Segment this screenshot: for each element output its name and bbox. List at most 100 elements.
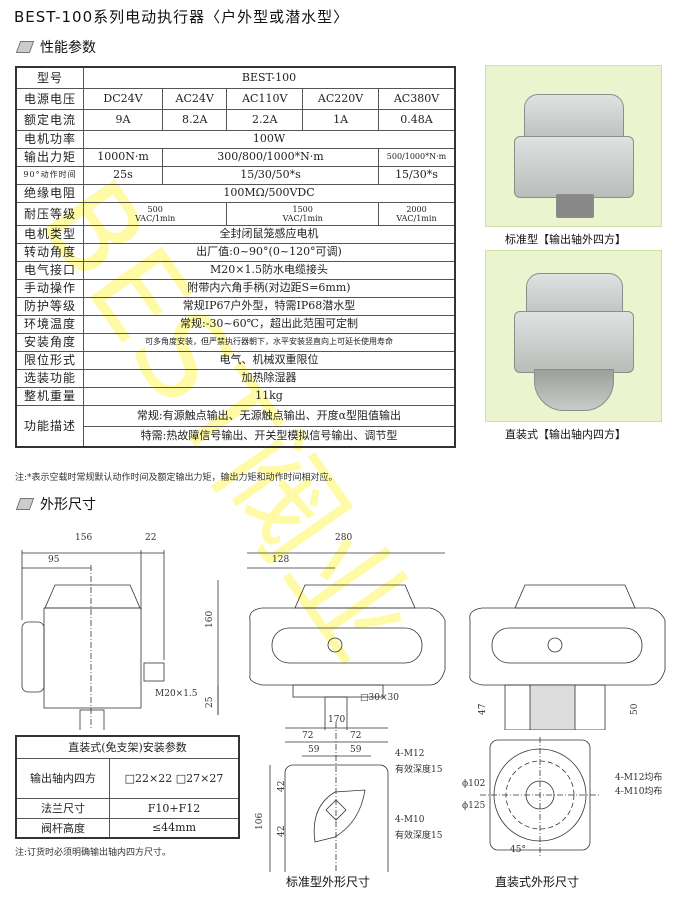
value: 15/30/50*s — [162, 165, 379, 185]
label: 电源电压 — [15, 87, 84, 110]
page-title: BEST-100系列电动执行器〈户外型或潜水型〉 — [14, 8, 350, 26]
dimension-label: 25 — [205, 696, 215, 708]
value: 0.48A — [378, 108, 456, 131]
value: 出厂值:0~90°(0~120°可调) — [83, 242, 456, 262]
withstand-unit: VAC/1min — [282, 213, 323, 223]
value: 500/1000*N·m — [378, 147, 456, 167]
dimension-label: 有效深度15 — [395, 763, 443, 775]
value: AC110V — [226, 87, 304, 110]
section-marker-icon — [15, 41, 35, 53]
section-marker-icon — [15, 498, 35, 510]
dimension-label: 170 — [328, 715, 345, 725]
dimension-label: 72 — [302, 731, 313, 741]
label: 限位形式 — [15, 350, 84, 370]
dimension-drawings-top: 156 22 95 M20×1.5 160 25 280 128 □30×30 … — [21, 533, 666, 730]
dimension-label: 4-M10均布 — [615, 785, 662, 797]
label: 整机重量 — [15, 386, 84, 406]
dimension-label: 有效深度15 — [395, 829, 443, 841]
label: 电机类型 — [15, 224, 84, 244]
withstand-voltage: 2000 — [406, 204, 427, 214]
withstand-unit: VAC/1min — [135, 213, 176, 223]
value: 8.2A — [161, 108, 228, 131]
dimension-label: 280 — [335, 533, 352, 543]
label: 90°动作时间 — [15, 165, 84, 185]
dimension-label: 47 — [478, 703, 488, 715]
product-photo-direct — [485, 250, 662, 422]
label: 功能描述 — [15, 404, 84, 448]
withstand-unit: VAC/1min — [396, 213, 437, 223]
dimension-label: 160 — [205, 611, 215, 628]
section-title: 外形尺寸 — [40, 497, 96, 513]
dimension-label: 4-M12均布 — [615, 771, 662, 783]
value: 9A — [83, 108, 163, 131]
dimension-label: 42 — [277, 826, 287, 837]
direct-view-drawing: 47 50 — [469, 584, 666, 730]
dimension-drawings-bottom: 170 72 72 59 59 106 42 42 4-M12 有效深度15 4… — [255, 715, 662, 872]
drawing-caption: 标准型外形尺寸 — [286, 875, 371, 889]
bottom-view-drawing: 170 72 72 59 59 106 42 42 4-M12 有效深度15 4… — [255, 715, 443, 872]
dimension-label: 4-M10 — [395, 815, 425, 825]
value: 全封闭鼠笼感应电机 — [83, 224, 456, 244]
value: 可多角度安装，但严禁执行器朝下，水平安装竖直向上可延长使用寿命 — [83, 332, 456, 352]
value: 1000N·m — [83, 147, 163, 167]
dimension-label: M20×1.5 — [155, 689, 198, 699]
withstand-voltage: 500 — [147, 204, 163, 214]
label: 耐压等级 — [15, 201, 84, 226]
value: F10+F12 — [109, 797, 240, 819]
value: DC24V — [83, 87, 163, 110]
value: 附带内六角手柄(对边距S=6mm) — [83, 278, 456, 298]
value: 300/800/1000*N·m — [162, 147, 379, 167]
product-photo-standard — [485, 65, 662, 227]
mount-note: 注:订货时必须明确输出轴内四方尺寸。 — [15, 848, 172, 858]
value: 11kg — [83, 386, 456, 406]
label: 法兰尺寸 — [15, 797, 110, 819]
label: 电机功率 — [15, 129, 84, 149]
dimension-label: 106 — [255, 813, 265, 830]
label: 型号 — [15, 66, 84, 89]
value: 常规IP67户外型，特需IP68潜水型 — [83, 296, 456, 316]
value: 100MΩ/500VDC — [83, 183, 456, 203]
withstand-voltage: 1500 — [292, 204, 313, 214]
value: AC380V — [378, 87, 456, 110]
value: M20×1.5防水电缆接头 — [83, 260, 456, 280]
value: 加热除湿器 — [83, 368, 456, 388]
value: 2.2A — [226, 108, 304, 131]
label: 环境温度 — [15, 314, 84, 334]
label: 输出轴内四方 — [15, 757, 110, 799]
value: AC24V — [161, 87, 228, 110]
dimension-label: 128 — [272, 555, 289, 565]
dimension-label: 95 — [48, 555, 60, 565]
photo-caption: 直装式【输出轴内四方】 — [505, 428, 626, 441]
label: 转动角度 — [15, 242, 84, 262]
dimension-label: 59 — [350, 745, 362, 755]
label: 额定电流 — [15, 108, 84, 131]
drawing-caption: 直装式外形尺寸 — [495, 875, 580, 889]
label: 阀杆高度 — [15, 817, 110, 839]
value: 常规:-30~60℃，超出此范围可定制 — [83, 314, 456, 334]
label: 绝缘电阻 — [15, 183, 84, 203]
label: 电气接口 — [15, 260, 84, 280]
value: 1A — [302, 108, 379, 131]
dimension-label: 4-M12 — [395, 749, 424, 759]
label: 输出力矩 — [15, 147, 84, 167]
side-view-drawing: 156 22 95 M20×1.5 — [21, 533, 198, 730]
spec-note: 注:*表示空载时常规默认动作时间及额定输出力矩，输出力矩和动作时间相对应。 — [15, 473, 338, 483]
section-title: 性能参数 — [40, 40, 96, 56]
dimension-label: 45° — [510, 845, 526, 855]
value: 15/30*s — [378, 165, 456, 185]
dimension-label: □30×30 — [360, 693, 399, 703]
front-view-drawing: 160 25 280 128 □30×30 — [205, 533, 446, 730]
photo-caption: 标准型【输出轴外四方】 — [505, 233, 626, 246]
value: □22×22 □27×27 — [109, 757, 240, 799]
dimension-label: 50 — [630, 703, 640, 715]
label: 防护等级 — [15, 296, 84, 316]
dimension-label: 72 — [350, 731, 361, 741]
value: AC220V — [302, 87, 379, 110]
dimension-label: 59 — [308, 745, 320, 755]
dimension-label: ϕ102 — [462, 779, 485, 789]
